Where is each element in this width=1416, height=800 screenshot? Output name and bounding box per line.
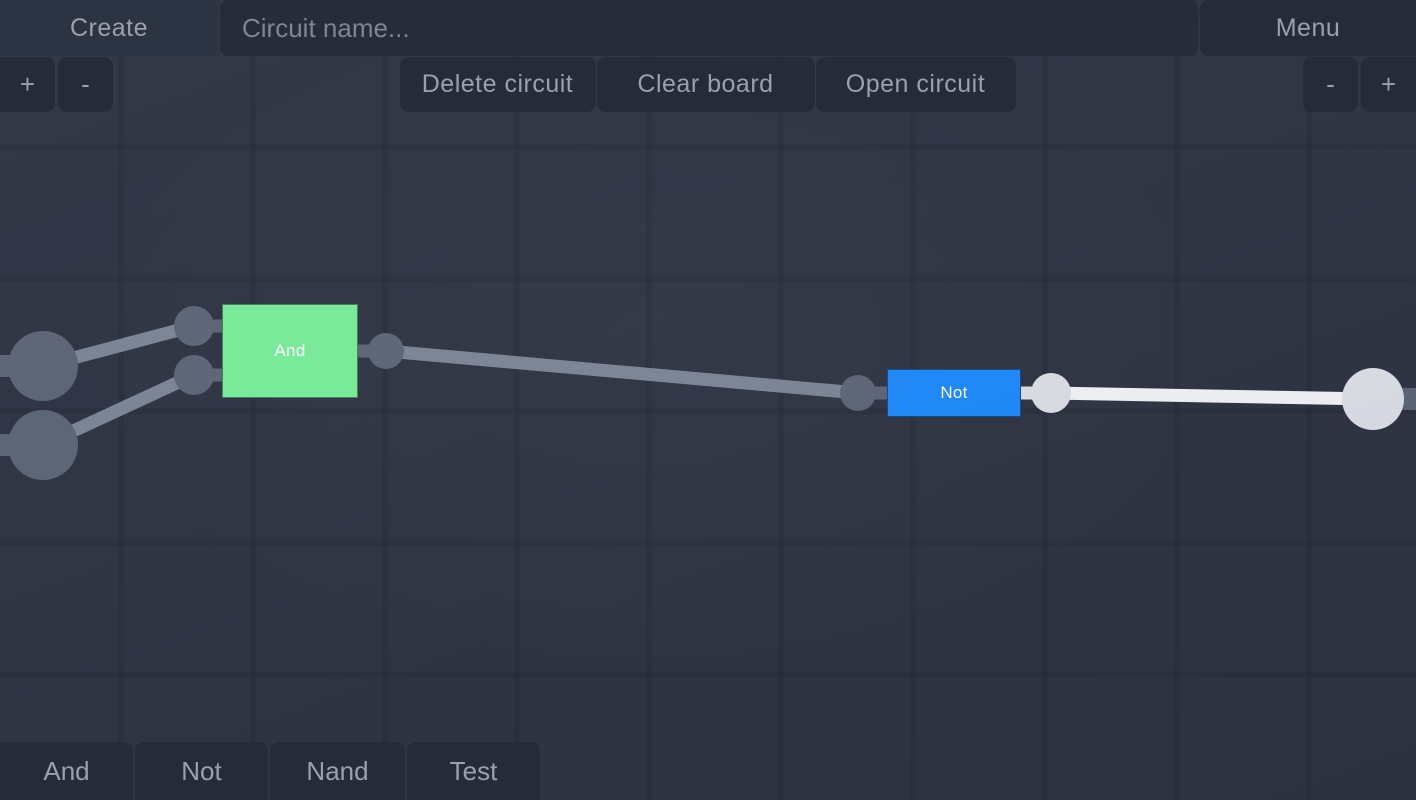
circuit-actions-group: Delete circuit Clear board Open circuit xyxy=(399,57,1017,112)
zoom-out-left-button[interactable]: - xyxy=(58,57,113,112)
clear-board-button[interactable]: Clear board xyxy=(596,57,815,112)
palette-item-nand[interactable]: Nand xyxy=(270,742,405,800)
zoom-in-left-button[interactable]: + xyxy=(0,57,55,112)
pin-not-output[interactable] xyxy=(1031,373,1071,413)
gate-palette: And Not Nand Test xyxy=(0,742,542,800)
toolbar-spacer-left xyxy=(113,57,400,112)
delete-circuit-button[interactable]: Delete circuit xyxy=(399,57,596,112)
pin-and-input-1[interactable] xyxy=(174,306,214,346)
zoom-in-right-button[interactable]: + xyxy=(1361,57,1416,112)
palette-item-and[interactable]: And xyxy=(0,742,133,800)
wire-and-to-not[interactable] xyxy=(385,344,859,400)
secondary-toolbar: + - Delete circuit Clear board Open circ… xyxy=(0,57,1416,112)
pin-input-b[interactable] xyxy=(8,410,78,480)
create-button[interactable]: Create xyxy=(0,0,218,56)
gate-not-label: Not xyxy=(940,383,968,402)
gate-and-label: And xyxy=(274,341,306,360)
open-circuit-button[interactable]: Open circuit xyxy=(815,57,1016,112)
toolbar-spacer-right xyxy=(1017,57,1304,112)
palette-item-test[interactable]: Test xyxy=(407,742,540,800)
wire-not-to-output[interactable] xyxy=(1050,386,1374,406)
palette-item-not[interactable]: Not xyxy=(135,742,268,800)
top-toolbar: Create Menu xyxy=(0,0,1416,56)
circuit-name-input[interactable] xyxy=(220,0,1198,56)
pin-input-a[interactable] xyxy=(8,331,78,401)
pin-and-output[interactable] xyxy=(368,333,404,369)
gate-and[interactable]: And xyxy=(222,304,358,398)
menu-button[interactable]: Menu xyxy=(1200,0,1416,56)
pin-and-input-2[interactable] xyxy=(174,355,214,395)
pin-not-input[interactable] xyxy=(840,375,876,411)
zoom-out-right-button[interactable]: - xyxy=(1303,57,1358,112)
gate-not[interactable]: Not xyxy=(887,369,1021,417)
pin-circuit-output[interactable] xyxy=(1342,368,1404,430)
